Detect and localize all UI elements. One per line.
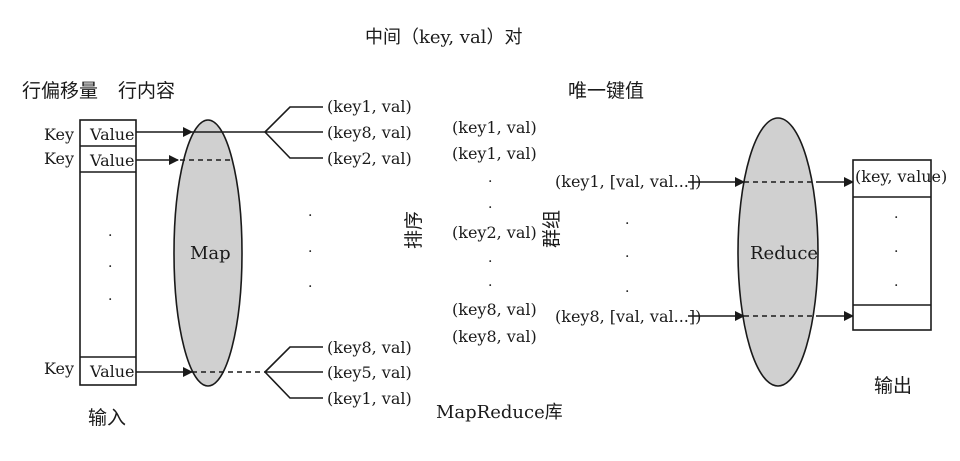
library-label: MapReduce库 [436,402,563,423]
ellipsis-dot: · [308,244,312,260]
ellipsis-dot: · [894,244,898,260]
sorted-pair: (key2, val) [452,223,537,242]
reduce-ellipse [737,117,819,387]
map-output-pair: (key2, val) [327,149,412,168]
ellipsis-dot: · [108,292,112,308]
map-output-pair: (key1, val) [327,389,412,408]
input-table [79,119,137,386]
output-table [852,159,932,331]
header-line-content: 行内容 [118,80,175,102]
input-key-label: Key [44,359,74,378]
ellipsis-dot: · [625,216,629,232]
header-line-offset: 行偏移量 [22,80,98,102]
map-fan-connector [264,131,323,159]
map-output-pair: (key1, val) [327,97,412,116]
diagram-title: 中间（key, val）对 [365,27,522,48]
sorted-pair: (key8, val) [452,327,537,346]
input-value-label: Value [89,125,135,144]
map-output-pair: (key5, val) [327,363,412,382]
map-fan-connector [264,346,323,373]
output-caption: 输出 [874,375,912,397]
ellipsis-dot: · [894,278,898,294]
ellipsis-dot: · [488,278,492,294]
output-first-cell: (key, value) [855,167,947,186]
sorted-pair: (key8, val) [452,300,537,319]
input-key-label: Key [44,125,74,144]
map-fan-connector [264,106,323,133]
map-output-pair: (key8, val) [327,123,412,142]
map-fan-connector [264,371,323,399]
input-key-label: Key [44,149,74,168]
ellipsis-dot: · [308,279,312,295]
group-label: 群组 [541,210,563,248]
sort-label: 排序 [403,211,425,249]
ellipsis-dot: · [488,254,492,270]
map-ellipse [173,119,243,387]
ellipsis-dot: · [894,210,898,226]
unique-key-label: 唯一键值 [568,80,644,102]
input-value-label: Value [89,151,135,170]
ellipsis-dot: · [308,208,312,224]
ellipsis-dot: · [625,284,629,300]
reduce-label: Reduce [750,243,818,264]
sorted-pair: (key1, val) [452,118,537,137]
ellipsis-dot: · [625,249,629,265]
input-value-label: Value [89,362,135,381]
map-output-pair: (key8, val) [327,338,412,357]
sorted-pair: (key1, val) [452,144,537,163]
grouped-pair: (key1, [val, val...]) [555,172,701,191]
input-caption: 输入 [88,407,126,429]
grouped-pair: (key8, [val, val...]) [555,307,701,326]
ellipsis-dot: · [488,200,492,216]
ellipsis-dot: · [488,174,492,190]
map-label: Map [190,243,231,264]
ellipsis-dot: · [108,259,112,275]
ellipsis-dot: · [108,228,112,244]
